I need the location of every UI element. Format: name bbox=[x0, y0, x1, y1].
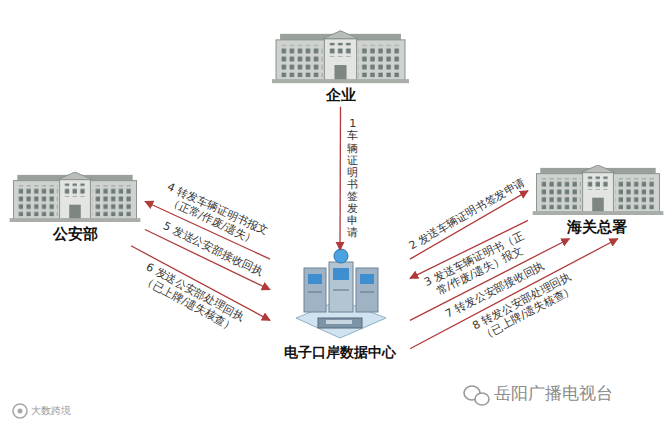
watermark-icon bbox=[13, 386, 489, 418]
building-illustration bbox=[10, 31, 664, 222]
node-label: 海关总署 bbox=[567, 218, 627, 237]
police-building bbox=[10, 172, 141, 222]
flow-arrow bbox=[339, 107, 341, 250]
customs-building bbox=[533, 165, 664, 215]
data-center-illustration bbox=[296, 249, 386, 338]
customs-node: 海关总署 bbox=[528, 165, 666, 239]
company-building bbox=[272, 31, 409, 83]
node-label: 企业 bbox=[326, 86, 356, 105]
node-label: 电子口岸数据中心 bbox=[284, 344, 396, 362]
node-label: 公安部 bbox=[53, 225, 98, 244]
watermark-text: 大数跨境 bbox=[31, 404, 71, 418]
edge-label: 4 转发车辆证明书报文（正常/作废/遗失） bbox=[154, 177, 276, 252]
data-center-node: 电子口岸数据中心 bbox=[270, 250, 410, 364]
edge-label: 1 车辆证明书签发申请 bbox=[347, 116, 358, 241]
police-node: 公安部 bbox=[5, 172, 145, 246]
company-node: 企业 bbox=[268, 28, 413, 107]
edge-label: 6 发送公安部处理回执（已上牌/遗失核查） bbox=[132, 257, 254, 339]
watermark-text: 岳阳广播电视台 bbox=[494, 382, 613, 405]
